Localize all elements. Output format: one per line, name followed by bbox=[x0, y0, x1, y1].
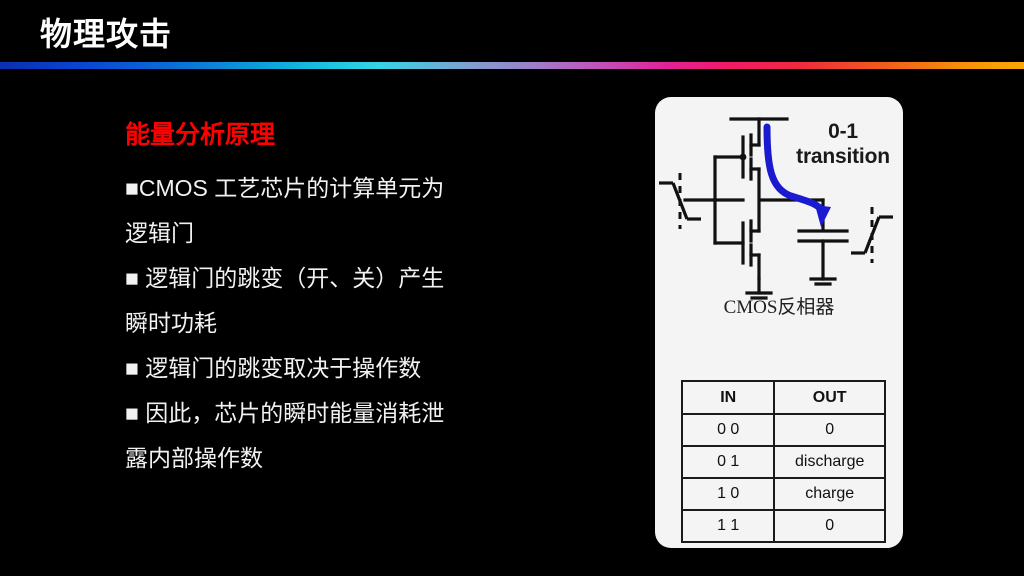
bullet-line-4: 瞬时功耗 bbox=[125, 310, 217, 336]
truth-table: IN OUT 0 0 0 0 1 discharge 1 0 charge bbox=[680, 380, 886, 543]
cell-out: 0 bbox=[773, 509, 886, 543]
table-row: 0 1 discharge bbox=[680, 445, 886, 479]
table-row: 0 0 0 bbox=[680, 413, 886, 447]
transition-label: 0-1 transition bbox=[783, 119, 903, 169]
column-header-in: IN bbox=[680, 380, 776, 415]
figure-caption: CMOS反相器 bbox=[723, 297, 835, 318]
content-text-block: 能量分析原理 ■CMOS 工艺芯片的计算单元为 逻辑门 ■ 逻辑门的跳变（开、关… bbox=[125, 118, 525, 481]
cell-out: discharge bbox=[773, 445, 886, 479]
current-flow-arrow bbox=[763, 123, 831, 227]
cmos-inverter-diagram bbox=[655, 97, 903, 327]
cell-in: 1 1 bbox=[680, 509, 776, 543]
bullet-line-6: ■ 因此，芯片的瞬时能量消耗泄 bbox=[125, 400, 445, 426]
column-header-out: OUT bbox=[773, 380, 886, 415]
bullet-line-1: ■CMOS 工艺芯片的计算单元为 bbox=[125, 175, 445, 201]
bullet-line-5: ■ 逻辑门的跳变取决于操作数 bbox=[125, 355, 422, 381]
bullet-line-3: ■ 逻辑门的跳变（开、关）产生 bbox=[125, 265, 445, 291]
section-heading: 能量分析原理 bbox=[125, 121, 276, 149]
transition-label-line2: transition bbox=[796, 145, 890, 168]
page-title: 物理攻击 bbox=[40, 16, 173, 52]
table-row: 1 1 0 bbox=[680, 509, 886, 543]
cell-in: 0 0 bbox=[680, 413, 776, 447]
cell-out: charge bbox=[773, 477, 886, 511]
transition-label-line1: 0-1 bbox=[828, 120, 858, 143]
bullet-line-7: 露内部操作数 bbox=[125, 445, 263, 471]
bullet-line-2: 逻辑门 bbox=[125, 220, 194, 246]
figure-panel: 0-1 transition CMOS反相器 IN OUT 0 0 0 0 1 … bbox=[655, 97, 903, 548]
gradient-divider bbox=[0, 62, 1024, 69]
table-header-row: IN OUT bbox=[680, 380, 886, 415]
table-row: 1 0 charge bbox=[680, 477, 886, 511]
cell-out: 0 bbox=[773, 413, 886, 447]
cell-in: 0 1 bbox=[680, 445, 776, 479]
cell-in: 1 0 bbox=[680, 477, 776, 511]
